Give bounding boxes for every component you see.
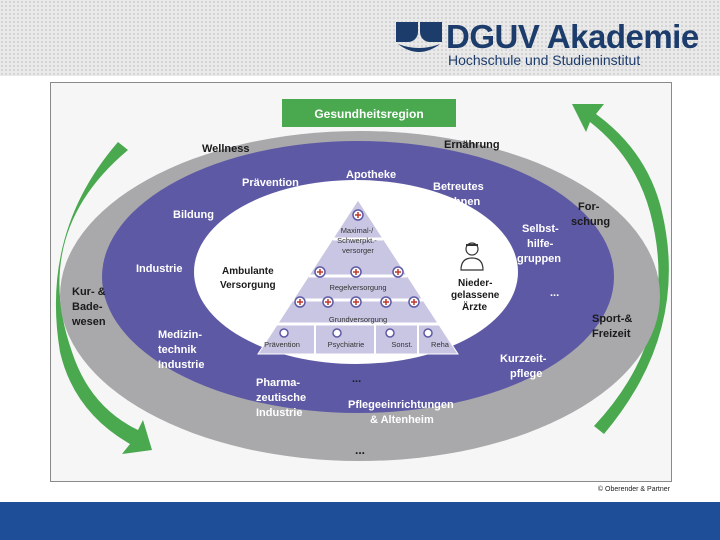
label-sport-freizeit: Sport-& Freizeit [592, 313, 635, 340]
label-kurzzeitpflege: Kurzzeit- pflege [500, 353, 550, 380]
label-wellness: Wellness [202, 143, 250, 155]
logo-subtitle: Hochschule und Studieninstitut [448, 52, 641, 68]
pyramid-psychiatrie: Psychiatrie [328, 340, 365, 349]
health-region-diagram: Gesundheitsregion Wellness Ernährung For… [50, 82, 672, 482]
pyramid-grundversorgung: Grundversorgung [329, 315, 387, 324]
pyramid-praevention: Prävention [264, 340, 300, 349]
image-credit: © Oberender & Partner [597, 486, 670, 493]
medical-cross-icon [279, 328, 289, 338]
medical-cross-icon [423, 328, 433, 338]
medical-cross-icon [332, 328, 342, 338]
region-label-box [282, 99, 456, 127]
doctor-icon [460, 242, 484, 271]
label-pharmazeutische-industrie: Pharma- zeutische Industrie [256, 377, 309, 419]
label-niedergelassene-aerzte: Nieder- gelassene Ärzte [451, 278, 502, 313]
inner-dots: ... [550, 287, 559, 299]
label-betreutes-wohnen: Betreutes Wohnen [433, 181, 487, 208]
label-ambulante-versorgung: Ambulante Versorgung [220, 266, 276, 291]
label-pflegeeinrichtungen: Pflegeeinrichtungen & Altenheim [348, 399, 457, 426]
label-industrie: Industrie [136, 263, 182, 275]
label-selbsthilfegruppen: Selbst- hilfe- gruppen [517, 223, 562, 265]
dguv-logo-mark-icon [396, 22, 442, 52]
label-apotheke: Apotheke [346, 169, 396, 181]
header-bar: DGUV Akademie Hochschule und Studieninst… [0, 0, 720, 76]
center-dots: ... [352, 373, 361, 385]
label-medizintechnik: Medizin- technik Industrie [158, 329, 205, 371]
pyramid-reha: Reha [431, 340, 450, 349]
region-label: Gesundheitsregion [314, 107, 423, 121]
footer-bar [0, 502, 720, 540]
right-green-arrow-icon [572, 104, 669, 434]
pyramid-sonst: Sonst. [391, 340, 412, 349]
outer-dots: ... [355, 443, 365, 457]
label-praevention: Prävention [242, 177, 299, 189]
left-green-arrow-icon [55, 142, 152, 454]
label-ernaehrung: Ernährung [444, 139, 500, 151]
pyramid-top-label: Maximal-/ Schwerpkt.- versorger [337, 226, 379, 255]
medical-cross-icon [385, 328, 395, 338]
label-forschung: For- schung [571, 201, 610, 228]
label-kur-badewesen: Kur- & Bade- wesen [71, 286, 109, 328]
logo-title: DGUV Akademie [446, 18, 699, 55]
dguv-logo[interactable]: DGUV Akademie Hochschule und Studieninst… [392, 14, 699, 70]
pyramid-regelversorgung: Regelversorgung [329, 283, 386, 292]
label-bildung: Bildung [173, 209, 214, 221]
